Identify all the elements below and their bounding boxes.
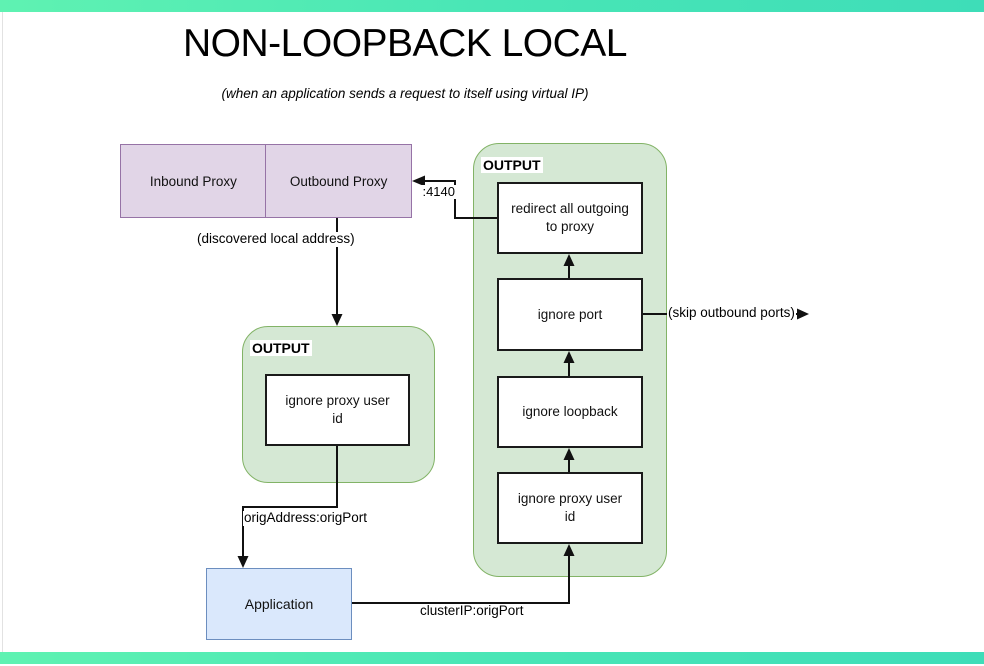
output-chain-title: OUTPUT xyxy=(481,157,543,174)
inbound-proxy-box: Inbound Proxy xyxy=(120,144,267,218)
rule-ignore-port: ignore port xyxy=(497,278,643,351)
application-box: Application xyxy=(206,568,352,640)
edge-label-port-4140: :4140 xyxy=(412,184,456,200)
rule-ignore-proxy-user-id-left: ignore proxy user id xyxy=(265,374,410,446)
output-single-title: OUTPUT xyxy=(250,340,312,357)
edge-label-discovered-local-address: (discovered local address) xyxy=(196,231,356,247)
page-subtitle: (when an application sends a request to … xyxy=(221,86,589,101)
outbound-proxy-box: Outbound Proxy xyxy=(265,144,412,218)
proxy-pair: Inbound Proxy Outbound Proxy xyxy=(120,144,412,218)
rule-redirect-all-outgoing: redirect all outgoing to proxy xyxy=(497,182,643,254)
left-edge-line xyxy=(2,12,3,652)
edge-label-origaddress-origport: origAddress:origPort xyxy=(243,510,369,526)
top-accent-bar xyxy=(0,0,984,12)
rule-ignore-proxy-user-id: ignore proxy user id xyxy=(497,472,643,544)
rule-ignore-loopback: ignore loopback xyxy=(497,376,643,448)
edge-label-skip-outbound-ports: (skip outbound ports) xyxy=(667,305,796,321)
page-title: NON-LOOPBACK LOCAL xyxy=(183,22,627,65)
edge-label-clusterip-origport: clusterIP:origPort xyxy=(419,603,525,619)
bottom-accent-bar xyxy=(0,652,984,664)
